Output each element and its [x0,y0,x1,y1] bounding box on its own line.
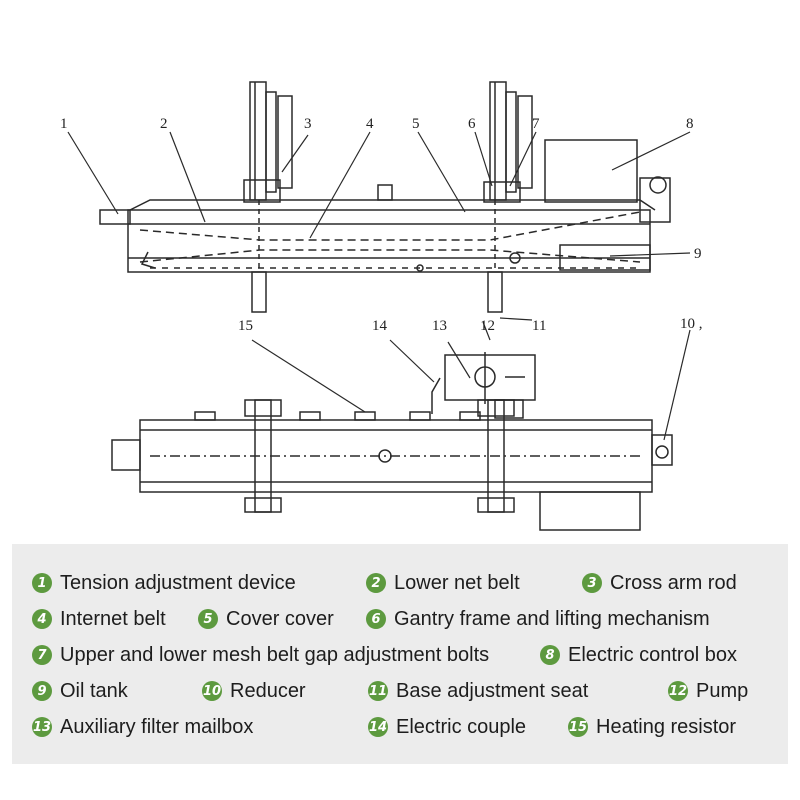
legend-label-11: Base adjustment seat [396,679,589,702]
legend-item-7: 7 Upper and lower mesh belt gap adjustme… [32,640,489,670]
filter-box-part [444,354,536,401]
legend-label-12: Pump [696,679,749,702]
callout-8: 8 [686,116,694,132]
legend-label-1: Tension adjustment device [60,571,296,594]
machine-diagram: 1 2 3 4 5 6 7 8 9 10 , 11 12 13 14 15 [60,81,703,531]
legend-item-1: 1 Tension adjustment device [32,568,296,598]
legend-item-5: 5 Cover cover [198,604,334,634]
callout-11: 11 [532,318,546,334]
legend-item-11: 11 Base adjustment seat [368,676,588,706]
legend-label-5: Cover cover [226,607,334,630]
main-frame-side [127,209,651,273]
legend-label-9: Oil tank [60,679,128,702]
callout-12: 12 [480,318,495,334]
legend-item-13: 13 Auxiliary filter mailbox [32,712,253,742]
badge-3: 3 [582,573,602,593]
plan-view [111,352,673,531]
side-elevation-view [99,81,671,313]
callout-3: 3 [304,116,312,132]
legend-item-3: 3 Cross arm rod [582,568,737,598]
internet-belt-part [139,249,641,263]
gantry-left [243,81,293,313]
callout-15: 15 [238,318,253,334]
lower-net-belt-part [139,211,641,241]
badge-13: 13 [32,717,52,737]
badge-8: 8 [540,645,560,665]
legend-label-4: Internet belt [60,607,166,630]
legend-label-8: Electric control box [568,643,737,666]
badge-7: 7 [32,645,52,665]
legend-item-14: 14 Electric couple [368,712,526,742]
reducer-part [649,176,667,194]
legend-label-6: Gantry frame and lifting mechanism [394,607,710,630]
legend-item-9: 9 Oil tank [32,676,128,706]
legend-label-10: Reducer [230,679,306,702]
legend-label-3: Cross arm rod [610,571,737,594]
badge-15: 15 [568,717,588,737]
badge-4: 4 [32,609,52,629]
legend-item-10: 10 Reducer [202,676,306,706]
legend-panel: 1 Tension adjustment device 2 Lower net … [12,544,788,764]
callout-2: 2 [160,116,168,132]
callout-9: 9 [694,246,702,262]
legend-item-4: 4 Internet belt [32,604,166,634]
legend-label-15: Heating resistor [596,715,737,738]
badge-1: 1 [32,573,52,593]
callout-7: 7 [532,116,540,132]
legend-label-2: Lower net belt [394,571,520,594]
callout-6: 6 [468,116,476,132]
legend-label-14: Electric couple [396,715,527,738]
machine-drawing: 1 2 3 4 5 6 7 8 9 10 , 11 12 13 14 15 [60,81,703,531]
leader-lines [67,131,691,441]
legend-label-7: Upper and lower mesh belt gap adjustment… [60,643,490,666]
callout-numbers: 1 2 3 4 5 6 7 8 9 10 , 11 12 13 14 15 [60,116,703,334]
callout-10: 10 , [680,316,703,332]
badge-5: 5 [198,609,218,629]
legend-item-12: 12 Pump [668,676,748,706]
legend-item-8: 8 Electric control box [540,640,737,670]
badge-9: 9 [32,681,52,701]
gantry-right [483,81,533,313]
legend-item-6: 6 Gantry frame and lifting mechanism [366,604,710,634]
oil-tank-part [559,244,651,271]
badge-2: 2 [366,573,386,593]
callout-4: 4 [366,116,374,132]
legend-label-13: Auxiliary filter mailbox [60,715,254,738]
badge-12: 12 [668,681,688,701]
legend-item-15: 15 Heating resistor [568,712,736,742]
callout-5: 5 [412,116,420,132]
callout-1: 1 [60,116,68,132]
badge-6: 6 [366,609,386,629]
callout-13: 13 [432,318,447,334]
electric-control-box-part [544,139,638,203]
legend-item-2: 2 Lower net belt [366,568,520,598]
tension-device-part [99,209,131,225]
badge-10: 10 [202,681,222,701]
badge-11: 11 [368,681,388,701]
cover-cover-part [129,199,656,211]
badge-14: 14 [368,717,388,737]
callout-14: 14 [372,318,388,334]
